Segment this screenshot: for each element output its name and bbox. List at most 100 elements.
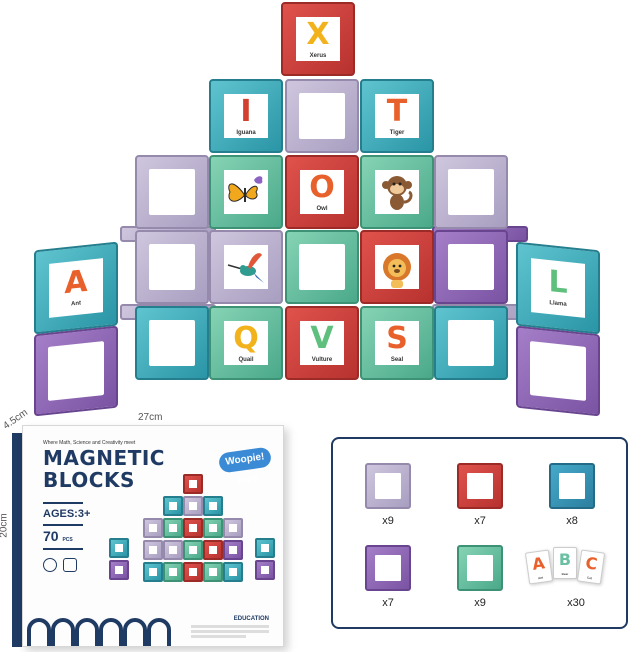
mini-tile [183, 474, 203, 494]
dimension-height: 20cm [0, 513, 10, 538]
card-letter: L [548, 263, 568, 302]
mini-tile [183, 540, 203, 560]
letter-card: T Tiger [375, 94, 419, 138]
card-letter: I [240, 94, 252, 129]
mini-tile [163, 518, 183, 538]
piece-count-value: 70 [43, 528, 59, 544]
letter-card-c: C Cat [576, 549, 606, 585]
tile-letter-a: A Ant [34, 241, 118, 335]
letter-card-letter: A [531, 553, 546, 574]
product-box: Where Math, Science and Creativity meet … [22, 425, 284, 647]
mini-tile [203, 562, 223, 582]
contents-count: x9 [382, 515, 394, 527]
contents-count: x9 [474, 597, 486, 609]
tile-letter-o: O Owl [285, 155, 359, 229]
box-tagline: Where Math, Science and Creativity meet [43, 440, 136, 446]
monkey-icon [382, 176, 413, 210]
mini-tile [203, 496, 223, 516]
tile-empty [34, 325, 118, 417]
card-animal-name: Vulture [311, 357, 333, 363]
magnet-icon [43, 558, 57, 572]
tile-empty [135, 230, 209, 304]
illustration-card [224, 245, 268, 289]
card-letter: Q [233, 321, 259, 356]
mini-tile [143, 540, 163, 560]
letter-card-b: B Bear [553, 547, 577, 579]
mini-tile [109, 560, 129, 580]
tile-empty [434, 155, 508, 229]
mini-tile [223, 518, 243, 538]
card-letter: S [386, 321, 408, 356]
mini-tile [223, 540, 243, 560]
piece-count-unit: PCS [62, 537, 73, 543]
category-label: EDUCATION [233, 616, 269, 622]
letter-card-name: Bear [561, 572, 569, 576]
tile-letter-x: X Xerus [281, 2, 355, 76]
mini-tile [143, 562, 163, 582]
mini-tile [203, 518, 223, 538]
tile-empty [135, 306, 209, 380]
mini-tile [183, 562, 203, 582]
mini-tile [255, 538, 275, 558]
letter-card-letter: C [584, 553, 599, 574]
divider [43, 524, 83, 526]
tile-letter-v: V Vulture [285, 306, 359, 380]
mini-tile [163, 496, 183, 516]
shapes-icon [63, 558, 77, 572]
contents-count: x7 [474, 515, 486, 527]
letter-card: Q Quail [224, 321, 268, 365]
divider [43, 502, 83, 504]
card-animal-name: Tiger [389, 130, 405, 136]
tile-empty [285, 230, 359, 304]
mini-tile [109, 538, 129, 558]
tile-letter-t: T Tiger [360, 79, 434, 153]
card-letter: A [64, 263, 88, 302]
letter-card: X Xerus [296, 17, 340, 61]
contents-tile-green [457, 545, 503, 591]
letter-card-a: A Ant [524, 549, 554, 585]
mini-tile [163, 562, 183, 582]
tile-butterflies [209, 155, 283, 229]
tile-empty [285, 79, 359, 153]
tile-monkey [360, 155, 434, 229]
tile-hummingbird [209, 230, 283, 304]
mini-tile [203, 540, 223, 560]
contents-panel: x9 x7 x8 x7 x9 A Ant B Bear C Cat x30 [331, 437, 628, 629]
contents-tile-purple [365, 545, 411, 591]
ages-label: AGES:3+ [43, 508, 91, 520]
card-letter: T [386, 94, 408, 129]
letter-card: V Vulture [300, 321, 344, 365]
hummingbird-icon [227, 253, 264, 283]
card-animal-name: Xerus [309, 53, 327, 59]
contents-tile-red [457, 463, 503, 509]
letter-card: S Seal [375, 321, 419, 365]
box-title-line2: BLOCKS [43, 468, 135, 492]
letter-card: A Ant [49, 258, 103, 318]
divider [43, 548, 83, 550]
tile-letter-s: S Seal [360, 306, 434, 380]
box-title-line1: MAGNETIC [43, 446, 165, 470]
brand-logo: Woopie! toys [217, 446, 273, 486]
card-letter: X [306, 17, 330, 52]
card-letter: V [310, 321, 334, 356]
dimension-width: 27cm [138, 412, 163, 423]
card-letter: O [309, 170, 335, 205]
mini-tile [143, 518, 163, 538]
piece-count: 70 PCS [43, 528, 73, 544]
tile-empty [516, 325, 600, 417]
lion-icon [383, 253, 411, 288]
box-side [12, 433, 24, 647]
butterfly-icon [228, 176, 263, 202]
tile-empty [434, 230, 508, 304]
tile-empty [434, 306, 508, 380]
card-animal-name: Owl [316, 206, 328, 212]
tile-lion [360, 230, 434, 304]
mini-tile [163, 540, 183, 560]
contents-tile-lavender [365, 463, 411, 509]
tile-letter-q: Q Quail [209, 306, 283, 380]
letter-card: I Iguana [224, 94, 268, 138]
card-animal-name: Quail [238, 357, 254, 363]
illustration-card [375, 170, 419, 214]
tile-letter-i: I Iguana [209, 79, 283, 153]
contents-count: x8 [566, 515, 578, 527]
